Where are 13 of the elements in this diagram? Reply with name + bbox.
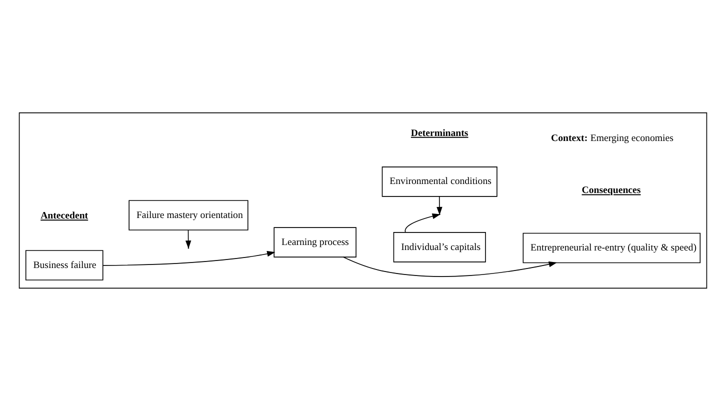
node-box: Individual’s capitals: [393, 232, 486, 262]
arrow: [102, 250, 276, 266]
label: Consequences: [582, 185, 641, 196]
label: Context: Emerging economies: [551, 132, 674, 144]
arrow: [342, 256, 558, 277]
node-box: Entrepreneurial re-entry (quality & speed): [522, 232, 701, 264]
label: Antecedent: [40, 210, 88, 222]
cluster: [18, 112, 708, 289]
label: Determinants: [410, 128, 468, 139]
node-box: Failure mastery orientation: [128, 200, 248, 230]
node-box: Environmental conditions: [382, 166, 498, 197]
node-box: Learning process: [274, 227, 356, 258]
node-box: Business failure: [25, 250, 104, 280]
